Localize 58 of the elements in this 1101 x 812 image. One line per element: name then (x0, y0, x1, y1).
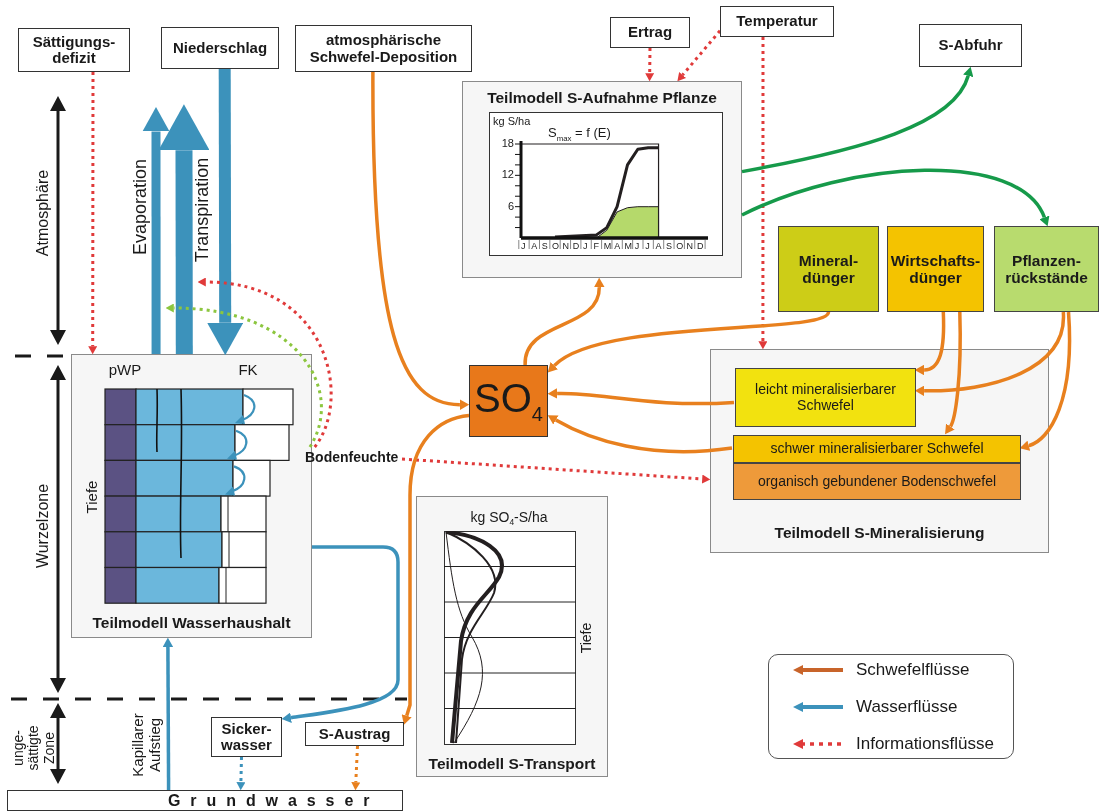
node-label: Niederschlag (172, 39, 268, 57)
tick-label: S (541, 241, 548, 251)
tick-label: A (614, 241, 621, 251)
axis-label: Tiefe (83, 480, 101, 514)
chart-annotation: S$_{max}$ = f (E) (548, 125, 611, 143)
node-label: Ertrag (627, 24, 673, 41)
axis-label: Tiefe (579, 622, 595, 654)
panel-title: Teilmodell S-Mineralisierung (774, 524, 985, 542)
tick-label: J (634, 241, 640, 251)
node-label: Sicker- wasser (220, 720, 273, 754)
tick-label: D (696, 241, 704, 251)
zone-label: Atmosphäre (34, 169, 52, 257)
node-label: SO$_{4}$ (474, 376, 543, 426)
node-label: S-Abfuhr (938, 37, 1003, 54)
node-label: Temperatur (736, 13, 818, 30)
axis-label: kg SO$_{4}$-S/ha (470, 508, 548, 528)
tick-label: S (665, 241, 672, 251)
node-label: Pflanzen- rückstände (1004, 251, 1089, 287)
edge-label: Evaporation (131, 158, 151, 256)
panel-title: Teilmodell S-Transport (428, 755, 596, 773)
axis-label: pWP (108, 360, 142, 378)
legend-label: Informationsflüsse (856, 734, 994, 754)
tick-label: O (676, 241, 684, 251)
tick-label: J (645, 241, 650, 251)
tick-label: 18 (501, 137, 514, 149)
zone-label: unge- sättigte Zone (10, 724, 58, 773)
node-label: Grundwasser (168, 791, 380, 810)
zone-label: Wurzelzone (34, 483, 52, 569)
node-label: Wirtschafts- dünger (889, 251, 982, 287)
node-label: S-Austrag (318, 725, 391, 743)
tick-label: O (552, 241, 560, 251)
node-label: leicht mineralisierbarer Schwefel (754, 382, 897, 413)
node-label: Mineral- dünger (797, 251, 860, 287)
legend-label: Schwefelflüsse (856, 660, 970, 680)
tick-label: F (593, 241, 599, 251)
axis-label: FK (238, 360, 258, 378)
tick-label: 12 (501, 168, 514, 181)
tick-label: J (583, 241, 588, 251)
tick-label: N (686, 241, 694, 251)
tick-label: M (603, 241, 612, 251)
legend-label: Wasserflüsse (856, 697, 958, 717)
panel-title: Teilmodell Wasserhaushalt (92, 614, 291, 632)
node-label: Sättigungs- defizit (31, 33, 117, 67)
panel-title: Teilmodell S-Aufnahme Pflanze (487, 89, 717, 107)
edge-label: Transpiration (193, 157, 213, 263)
tick-label: 6 (507, 199, 514, 212)
tick-label: D (572, 241, 580, 251)
tick-label: A (531, 241, 538, 251)
node-label: atmosphärische Schwefel-Deposition (308, 32, 459, 65)
node-label: schwer mineralisierbarer Schwefel (770, 441, 984, 457)
axis-label: kg S/ha (493, 115, 531, 127)
tick-label: N (562, 241, 569, 251)
tick-label: A (655, 241, 662, 251)
node-label: organisch gebundener Bodenschwefel (757, 473, 997, 490)
tick-label: J (521, 241, 526, 251)
tick-label: M (624, 241, 632, 251)
edge-label: Kapillarer Aufstieg (129, 712, 163, 779)
node-label: Bodenfeuchte (305, 449, 399, 465)
